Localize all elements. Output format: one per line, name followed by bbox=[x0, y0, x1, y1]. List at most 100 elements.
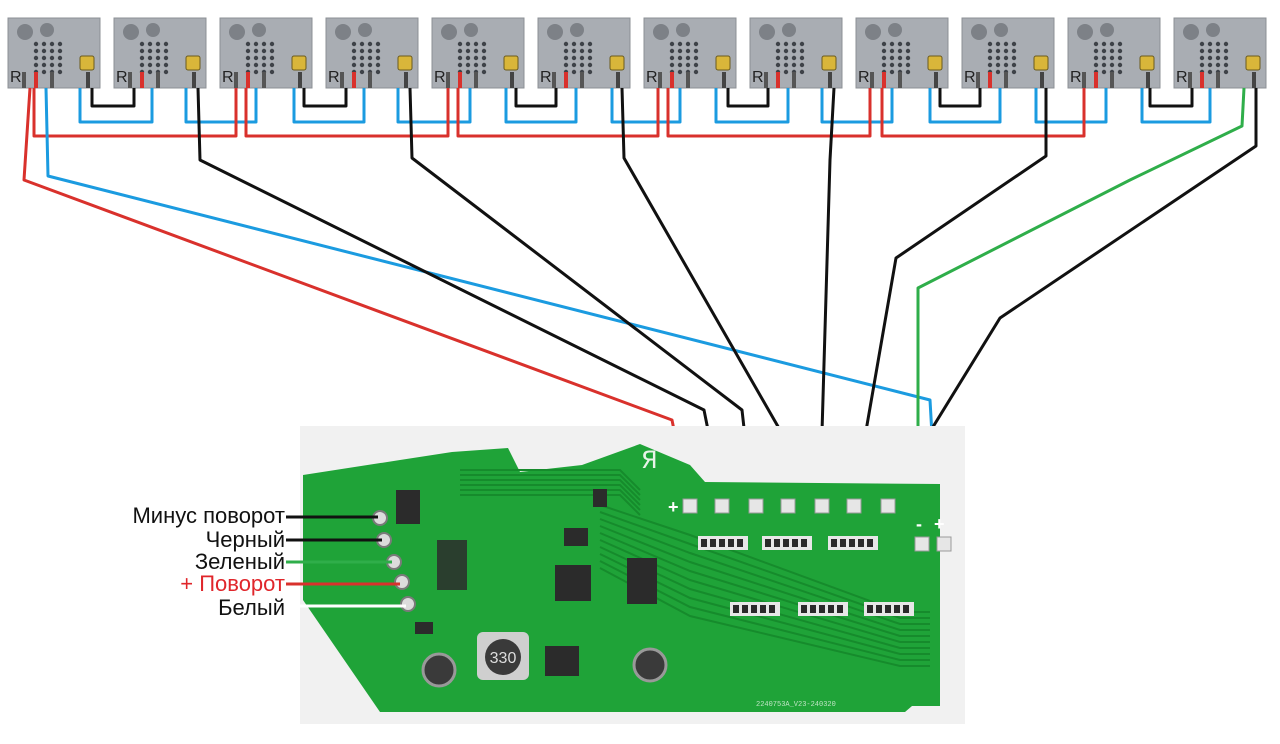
label-black: Черный bbox=[205, 527, 285, 552]
module-pin bbox=[898, 72, 902, 88]
led-module-icon: R bbox=[537, 17, 631, 89]
module-led-dot bbox=[1003, 55, 1009, 61]
jumper-wire-black bbox=[302, 88, 348, 108]
module-led-dot bbox=[563, 41, 569, 47]
module-led-dot bbox=[693, 55, 699, 61]
module-led-dot bbox=[253, 41, 259, 47]
module-led-dot bbox=[245, 55, 251, 61]
trace bbox=[460, 469, 641, 491]
led-module-icon: R bbox=[219, 17, 313, 89]
module-led-dot bbox=[359, 62, 365, 68]
module-led-dot bbox=[799, 55, 805, 61]
main-wire-black bbox=[852, 88, 1048, 501]
module-hole bbox=[782, 23, 796, 37]
module-led-dot bbox=[587, 55, 593, 61]
module-led-dot bbox=[57, 55, 63, 61]
module-led-dot bbox=[775, 41, 781, 47]
module-led-dot bbox=[155, 55, 161, 61]
module-led-dot bbox=[775, 62, 781, 68]
module-led-dot bbox=[1003, 62, 1009, 68]
module-led-dot bbox=[791, 62, 797, 68]
module-led-dot bbox=[579, 62, 585, 68]
module-pin bbox=[234, 72, 238, 88]
module-led bbox=[1245, 55, 1261, 71]
board-pads bbox=[372, 498, 952, 612]
module-led-dot bbox=[1101, 69, 1107, 75]
module-led-dot bbox=[1109, 48, 1115, 54]
module-led-dot bbox=[351, 41, 357, 47]
module-led bbox=[927, 55, 943, 71]
module-hole bbox=[358, 23, 372, 37]
module-led-dot bbox=[791, 55, 797, 61]
jumper-wire-blue bbox=[610, 88, 682, 124]
resistor bbox=[760, 605, 766, 613]
jumper-wire-blue bbox=[78, 88, 154, 124]
module-pin bbox=[368, 72, 372, 88]
module-led-dot bbox=[473, 62, 479, 68]
output-pad bbox=[846, 498, 862, 514]
module-pin bbox=[722, 72, 726, 88]
led-module-icon: R bbox=[431, 17, 525, 89]
module-pin-letter: R bbox=[116, 69, 128, 86]
output-pad bbox=[780, 498, 796, 514]
resistor bbox=[831, 539, 837, 547]
module-pin bbox=[404, 72, 408, 88]
module-led-dot bbox=[987, 48, 993, 54]
main-wire-black bbox=[818, 87, 836, 501]
input-pad bbox=[394, 574, 410, 590]
output-pad bbox=[880, 498, 896, 514]
module-led bbox=[503, 55, 519, 71]
module-led-dot bbox=[147, 55, 153, 61]
module-led-dot bbox=[147, 62, 153, 68]
regulator-chip bbox=[545, 646, 579, 676]
output-pad bbox=[748, 498, 764, 514]
module-led-dot bbox=[995, 48, 1001, 54]
module-led-dot bbox=[571, 62, 577, 68]
module-led-dot bbox=[465, 48, 471, 54]
module-led-dot bbox=[1109, 41, 1115, 47]
module-led-dot bbox=[897, 41, 903, 47]
module-led-dot bbox=[905, 62, 911, 68]
jumper-wire-blue bbox=[504, 88, 578, 124]
module-led-dot bbox=[367, 41, 373, 47]
module-pin bbox=[262, 72, 266, 88]
module-led-dot bbox=[693, 41, 699, 47]
module-pin bbox=[352, 72, 356, 88]
module-led-dot bbox=[465, 69, 471, 75]
module-pin bbox=[1200, 72, 1204, 88]
module-pin bbox=[446, 72, 450, 88]
board-mark: Я bbox=[641, 446, 658, 474]
module-led-dot bbox=[685, 62, 691, 68]
module-led-dot bbox=[799, 69, 805, 75]
module-pin-letter: R bbox=[222, 69, 234, 86]
module-led-dot bbox=[367, 48, 373, 54]
module-led-dot bbox=[163, 62, 169, 68]
module-hole bbox=[865, 24, 881, 40]
module-led-dot bbox=[139, 41, 145, 47]
module-led bbox=[1139, 55, 1155, 71]
transistor bbox=[564, 528, 588, 546]
module-led-dot bbox=[155, 48, 161, 54]
microcontroller-chip-icon bbox=[555, 565, 591, 601]
module-led-dot bbox=[889, 69, 895, 75]
module-led-dot bbox=[799, 62, 805, 68]
label-white: Белый bbox=[218, 595, 285, 620]
resistor bbox=[849, 539, 855, 547]
module-hole bbox=[464, 23, 478, 37]
transistor bbox=[593, 489, 607, 507]
output-pad bbox=[714, 498, 730, 514]
module-led-dot bbox=[139, 48, 145, 54]
module-led-dot bbox=[571, 48, 577, 54]
module-led-dot bbox=[163, 48, 169, 54]
module-led-dot bbox=[905, 69, 911, 75]
module-pin-letter: R bbox=[752, 69, 764, 86]
module-led-dot bbox=[465, 55, 471, 61]
module-led-dot bbox=[677, 41, 683, 47]
module-led-dot bbox=[457, 62, 463, 68]
resistor bbox=[774, 539, 780, 547]
module-led-dot bbox=[41, 41, 47, 47]
module-led-dot bbox=[783, 41, 789, 47]
module-led-dot bbox=[881, 48, 887, 54]
harness-lead-lines bbox=[286, 515, 406, 608]
module-led-dot bbox=[1207, 41, 1213, 47]
